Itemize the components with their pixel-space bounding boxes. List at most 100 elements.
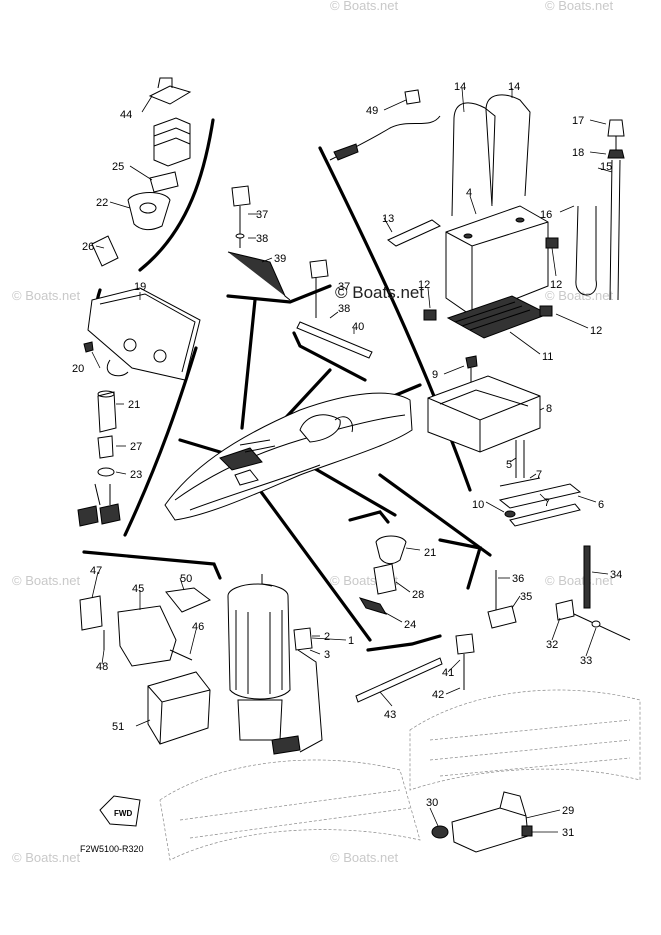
callout-33: 33 [580,655,592,667]
part-16-hose [575,205,597,296]
callout-23: 23 [130,469,142,481]
callout-13: 13 [382,213,394,225]
fwd-label: FWD [114,809,132,818]
callout-11: 11 [542,351,553,363]
part-12-pad-a [423,309,437,321]
callout-21b: 21 [424,547,436,559]
part-21-grommet-left [97,390,117,433]
part-47-bracket [79,595,103,631]
watermark-tile: © Boats.net [545,573,614,588]
callout-15: 15 [600,161,612,173]
callout-27: 27 [130,441,142,453]
part-15-hose [609,159,621,301]
part-10-nut [504,510,516,518]
callout-18: 18 [572,147,584,159]
callout-20: 20 [72,363,84,375]
part-25-clip [149,171,179,193]
callout-34: 34 [610,569,622,581]
part-27-sleeve [97,435,114,459]
watermark-tile: © Boats.net [545,288,614,303]
watermark-tile: © Boats.net [12,573,81,588]
callout-26: 26 [82,241,94,253]
part-33-sensor [573,613,631,641]
part-20-screw [83,341,94,353]
callout-6: 6 [598,499,604,511]
callout-48: 48 [96,661,108,673]
part-14-strap-b [485,94,531,207]
part-39-wire [227,251,291,301]
callout-35: 35 [520,591,532,603]
callout-45: 45 [132,583,144,595]
callout-38a: 38 [256,233,268,245]
part-37-clamp-b [309,259,329,279]
callout-4: 4 [466,187,472,199]
watercraft-hull [164,392,413,521]
callout-14a: 14 [454,81,466,93]
part-32-clamp [555,599,575,621]
callout-31: 31 [562,827,574,839]
callout-46: 46 [192,621,204,633]
hull-floor-outline [159,689,641,861]
diagram-code: F2W5100-R320 [80,844,144,854]
part-30-nut [431,825,449,839]
callout-30: 30 [426,797,438,809]
callout-39: 39 [274,253,286,265]
part-22-grommet [127,192,171,231]
fwd-arrow-icon: FWD [99,795,141,827]
callout-41: 41 [442,667,454,679]
part-41-clamp [455,633,475,655]
part-12-pad-b [545,237,559,249]
part-13-plate [387,219,441,247]
part-26-sleeve [91,235,119,267]
part-46-bolt [169,649,193,661]
part-44-cap [148,77,192,105]
part-connector-harness [77,483,121,527]
part-6-bracket [498,483,582,527]
callout-32: 32 [546,639,558,651]
part-35-clamp [487,605,517,629]
callout-5: 5 [506,459,512,471]
part-45-bracket [117,605,177,667]
callout-16: 16 [540,209,552,221]
callout-12b: 12 [550,279,562,291]
callout-40: 40 [352,321,364,333]
watermark-tile: © Boats.net [12,850,81,865]
part-50-cover [165,587,211,613]
part-40-cable-tie [296,321,373,359]
callout-24: 24 [404,619,416,631]
callout-19: 19 [134,281,146,293]
part-23-ring [97,467,115,477]
callout-12c: 12 [590,325,602,337]
part-31-screw [521,825,533,837]
part-24-clip [358,597,388,615]
part-43-cable-tie [355,657,443,703]
part-49-cable [329,89,441,161]
callout-17: 17 [572,115,584,127]
callout-10: 10 [472,499,484,511]
callout-22: 22 [96,197,108,209]
part-12-pad-c [539,305,553,317]
callout-7b: 7 [544,497,550,509]
watermark-main: © Boats.net [335,283,424,302]
part-19-meter [87,287,201,381]
callout-43: 43 [384,709,396,721]
part-51-box [147,671,211,745]
part-17-vent [607,119,625,150]
part-cover-stack [153,117,191,167]
part-8-battery-box [427,375,541,453]
callout-7a: 7 [536,469,542,481]
part-29-switch [451,791,529,853]
watermark-tiles: © Boats.net © Boats.net © Boats.net © Bo… [12,0,614,865]
callout-51: 51 [112,721,124,733]
watermark-tile: © Boats.net [330,850,399,865]
watermark-tile: © Boats.net [545,0,614,13]
callout-42: 42 [432,689,444,701]
part-34-tie [583,545,591,609]
callout-38b: 38 [338,303,350,315]
part-4-battery [445,205,549,317]
callout-47: 47 [90,565,102,577]
callout-50: 50 [180,573,192,585]
callout-29: 29 [562,805,574,817]
